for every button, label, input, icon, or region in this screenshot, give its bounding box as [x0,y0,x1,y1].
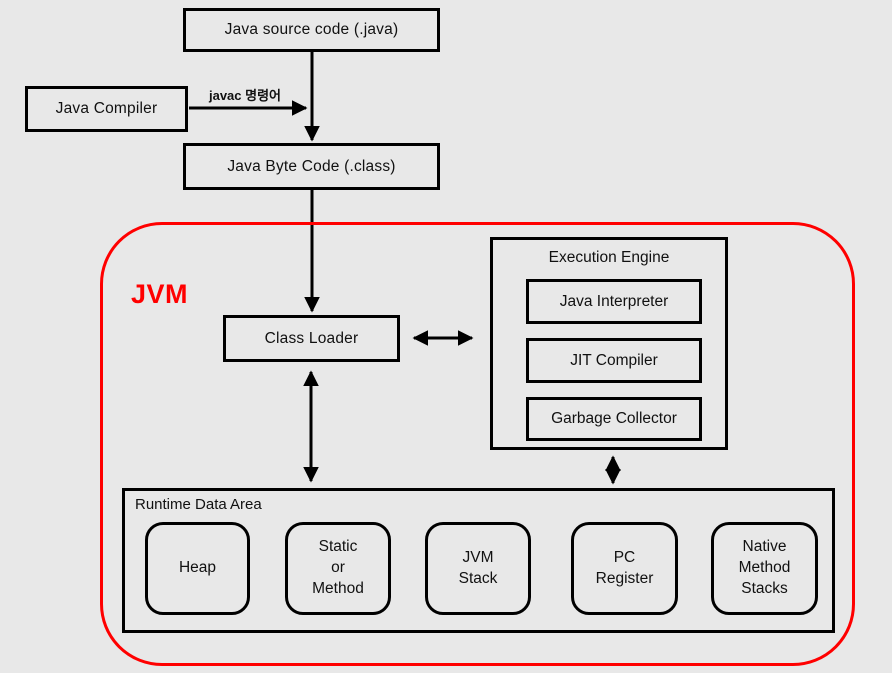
java-compiler-box: Java Compiler [25,86,188,132]
runtime-data-area-title: Runtime Data Area [135,496,262,513]
jvm-label: JVM [131,279,189,309]
java-byte-code-label: Java Byte Code (.class) [227,157,396,175]
garbage-collector-box: Garbage Collector [526,397,702,441]
java-source-code-box: Java source code (.java) [183,8,440,52]
jit-compiler-box: JIT Compiler [526,338,702,383]
javac-command-label: javac 명령어 [208,88,282,103]
execution-engine-panel: Execution Engine Java Interpreter JIT Co… [490,237,728,450]
heap-box: Heap [145,522,250,615]
class-loader-label: Class Loader [264,329,359,347]
garbage-collector-label: Garbage Collector [551,410,677,427]
execution-engine-title: Execution Engine [548,249,670,266]
java-interpreter-label: Java Interpreter [559,292,669,310]
jvm-stack-box: JVM Stack [425,522,531,615]
java-byte-code-box: Java Byte Code (.class) [183,143,440,190]
java-compiler-label: Java Compiler [55,100,158,117]
jit-compiler-label: JIT Compiler [570,351,658,369]
jvm-boundary [100,222,855,666]
pc-register-box: PC Register [571,522,678,615]
runtime-data-area-panel: Runtime Data Area Heap Static or Method … [122,488,835,633]
class-loader-box: Class Loader [223,315,400,362]
java-source-code-label: Java source code (.java) [224,21,399,38]
native-method-stacks-box: Native Method Stacks [711,522,818,615]
static-or-method-box: Static or Method [285,522,391,615]
java-interpreter-box: Java Interpreter [526,279,702,324]
